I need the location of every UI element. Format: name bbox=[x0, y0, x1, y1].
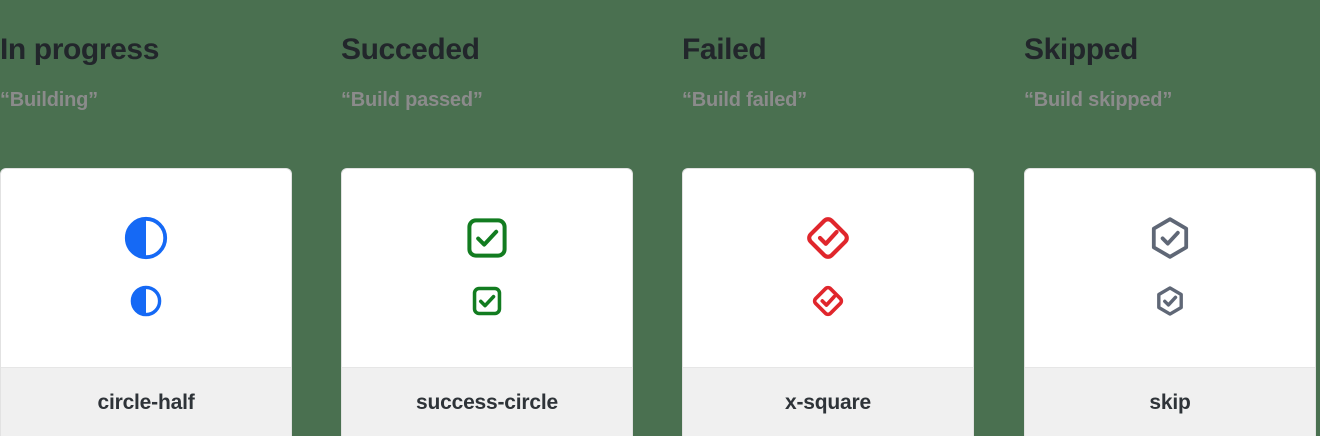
icon-card-footer: skip bbox=[1025, 367, 1315, 436]
column-subtitle: “Build failed” bbox=[682, 89, 807, 111]
icon-card-x-square[interactable]: x-square bbox=[682, 168, 974, 436]
column-subtitle: “Build passed” bbox=[341, 89, 483, 111]
icon-preview-area bbox=[1, 169, 291, 367]
icon-preview-area bbox=[342, 169, 632, 367]
x-square-icon bbox=[812, 285, 844, 317]
icon-name-label: x-square bbox=[785, 390, 871, 414]
column-title: In progress bbox=[0, 33, 159, 66]
circle-half-icon bbox=[130, 285, 162, 317]
x-square-icon bbox=[807, 217, 849, 259]
icon-name-label: skip bbox=[1149, 390, 1191, 414]
icon-card-footer: circle-half bbox=[1, 367, 291, 436]
icon-name-label: circle-half bbox=[97, 390, 195, 414]
icon-preview-area bbox=[683, 169, 973, 367]
circle-half-icon bbox=[124, 216, 168, 260]
icon-card-skip[interactable]: skip bbox=[1024, 168, 1316, 436]
status-column-succeded: Succeded “Build passed” success-circle bbox=[341, 0, 633, 436]
column-title: Succeded bbox=[341, 33, 480, 66]
status-column-failed: Failed “Build failed” x-square bbox=[682, 0, 974, 436]
column-title: Skipped bbox=[1024, 33, 1138, 66]
icon-card-footer: x-square bbox=[683, 367, 973, 436]
icon-preview-area bbox=[1025, 169, 1315, 367]
status-column-in-progress: In progress “Building” circle-half bbox=[0, 0, 292, 436]
icon-card-circle-half[interactable]: circle-half bbox=[0, 168, 292, 436]
icon-card-success-circle[interactable]: success-circle bbox=[341, 168, 633, 436]
success-circle-icon bbox=[472, 286, 502, 316]
skip-icon bbox=[1157, 286, 1183, 316]
column-subtitle: “Building” bbox=[0, 89, 98, 111]
success-circle-icon bbox=[467, 218, 507, 258]
skip-icon bbox=[1151, 217, 1189, 259]
icon-card-footer: success-circle bbox=[342, 367, 632, 436]
column-subtitle: “Build skipped” bbox=[1024, 89, 1173, 111]
column-title: Failed bbox=[682, 33, 767, 66]
status-column-skipped: Skipped “Build skipped” skip bbox=[1024, 0, 1316, 436]
icon-name-label: success-circle bbox=[416, 390, 558, 414]
